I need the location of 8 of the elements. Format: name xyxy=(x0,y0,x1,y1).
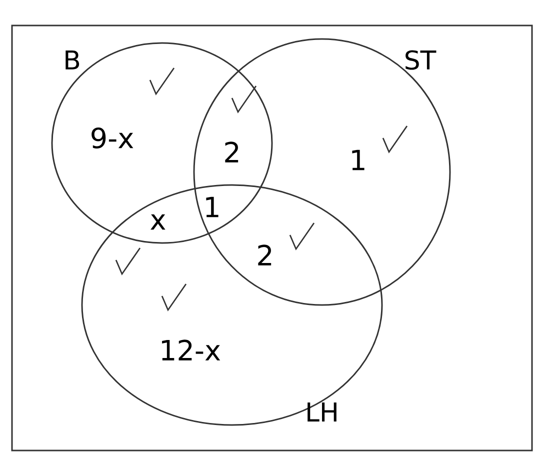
universe-rectangle xyxy=(11,24,533,452)
region-count: 1 xyxy=(206,196,218,218)
region-count: x xyxy=(150,214,166,230)
region-count: 2 xyxy=(225,142,238,162)
region-count: 2 xyxy=(258,244,272,266)
region-count: 1 xyxy=(352,150,364,170)
region-count: 9-x xyxy=(92,127,134,149)
region-count: 12-x xyxy=(162,340,220,360)
